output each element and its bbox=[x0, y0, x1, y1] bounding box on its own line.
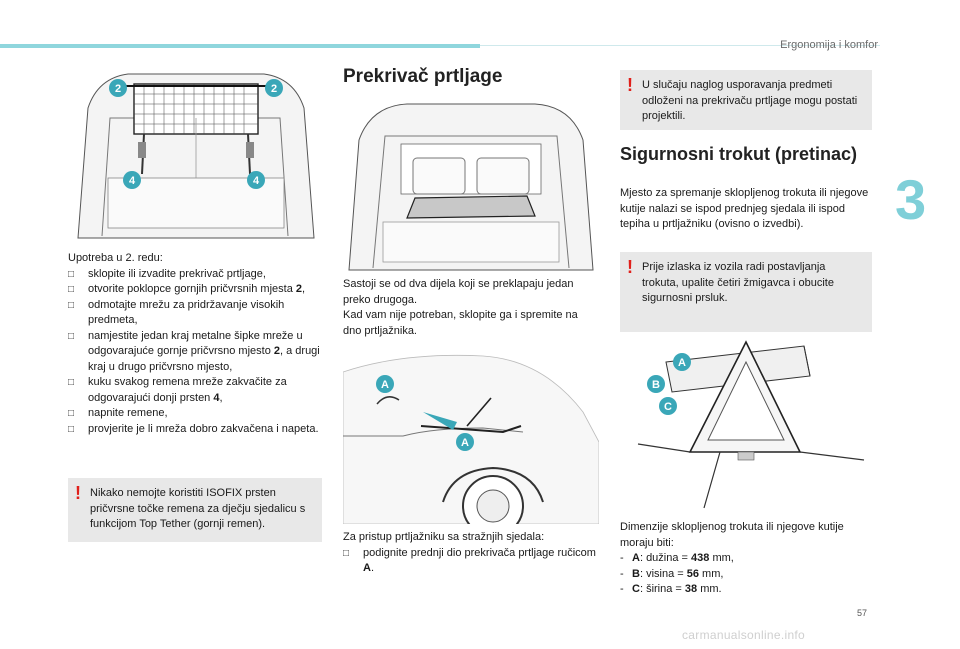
net-steps: sklopite ili izvadite prekrivač prtljage… bbox=[68, 267, 322, 438]
list-item: napnite remene, bbox=[68, 406, 322, 422]
net-instructions: Upotreba u 2. redu: sklopite ili izvadit… bbox=[68, 251, 322, 437]
list-item: odmotajte mrežu za pridržavanje visokih … bbox=[68, 298, 322, 329]
chapter-number: 3 bbox=[895, 168, 927, 231]
callout-c: C bbox=[664, 401, 672, 413]
luggage-cover-illustration bbox=[348, 103, 594, 271]
callout-b: B bbox=[652, 379, 660, 391]
list-item: provjerite je li mreža dobro zakvačena i… bbox=[68, 422, 322, 438]
dims-intro: Dimenzije sklopljenog trokuta ili njegov… bbox=[620, 521, 844, 549]
header-rule bbox=[480, 45, 880, 46]
access-steps: podignite prednji dio prekrivača prtljag… bbox=[343, 546, 599, 577]
callout-2-right: 2 bbox=[271, 83, 277, 95]
list-item: A: dužina = 438 mm, bbox=[620, 551, 876, 567]
hazard-warning: ! Prije izlaska iz vozila radi postavlja… bbox=[620, 252, 872, 332]
header-accent-bar bbox=[0, 44, 480, 48]
net-intro: Upotreba u 2. redu: bbox=[68, 252, 163, 264]
luggage-cover-para2: Kad vam nije potreban, sklopite ga i spr… bbox=[343, 309, 578, 337]
callout-4-right: 4 bbox=[253, 175, 260, 187]
isofix-warning: ! Nikako nemojte koristiti ISOFIX prsten… bbox=[68, 478, 322, 542]
luggage-cover-access-text: Za pristup prtljažniku sa stražnjih sjed… bbox=[343, 530, 599, 577]
luggage-net-illustration: 2 2 4 4 bbox=[77, 73, 315, 239]
chapter-tab bbox=[880, 166, 960, 238]
warning-icon: ! bbox=[75, 483, 81, 503]
triangle-dimensions: Dimenzije sklopljenog trokuta ili njegov… bbox=[620, 520, 876, 598]
triangle-para: Mjesto za spremanje sklopljenog trokuta … bbox=[620, 187, 869, 230]
warning-triangle-illustration: A B C bbox=[637, 340, 865, 509]
list-item: otvorite poklopce gornjih pričvrsnih mje… bbox=[68, 282, 322, 298]
list-item: kuku svakog remena mreže zakvačite za od… bbox=[68, 375, 322, 406]
callout-4-left: 4 bbox=[129, 175, 136, 187]
list-item: C: širina = 38 mm. bbox=[620, 582, 876, 598]
list-item: B: visina = 56 mm, bbox=[620, 567, 876, 583]
luggage-cover-text: Sastoji se od dva dijela koji se preklap… bbox=[343, 277, 599, 339]
list-item: podignite prednji dio prekrivača prtljag… bbox=[343, 546, 599, 577]
callout-a: A bbox=[678, 357, 686, 369]
dims-list: A: dužina = 438 mm, B: visina = 56 mm, C… bbox=[620, 551, 876, 598]
watermark: carmanualsonline.info bbox=[682, 628, 806, 642]
warning-icon: ! bbox=[627, 75, 633, 95]
callout-2-left: 2 bbox=[115, 83, 121, 95]
section-title: Ergonomija i komfor bbox=[780, 39, 878, 51]
warning-icon: ! bbox=[627, 257, 633, 277]
triangle-heading: Sigurnosni trokut (pretinac) bbox=[620, 144, 858, 164]
callout-a-bottom: A bbox=[461, 437, 469, 449]
projectile-warning: ! U slučaju naglog usporavanja predmeti … bbox=[620, 70, 872, 130]
access-intro: Za pristup prtljažniku sa stražnjih sjed… bbox=[343, 531, 545, 543]
luggage-cover-heading: Prekrivač prtljage bbox=[343, 66, 503, 87]
callout-a-top: A bbox=[381, 379, 389, 391]
page-number: 57 bbox=[857, 608, 868, 618]
luggage-cover-access-illustration: A A bbox=[343, 354, 599, 524]
list-item: sklopite ili izvadite prekrivač prtljage… bbox=[68, 267, 322, 283]
luggage-cover-para1: Sastoji se od dva dijela koji se preklap… bbox=[343, 278, 574, 306]
list-item: namjestite jedan kraj metalne šipke mrež… bbox=[68, 329, 322, 376]
